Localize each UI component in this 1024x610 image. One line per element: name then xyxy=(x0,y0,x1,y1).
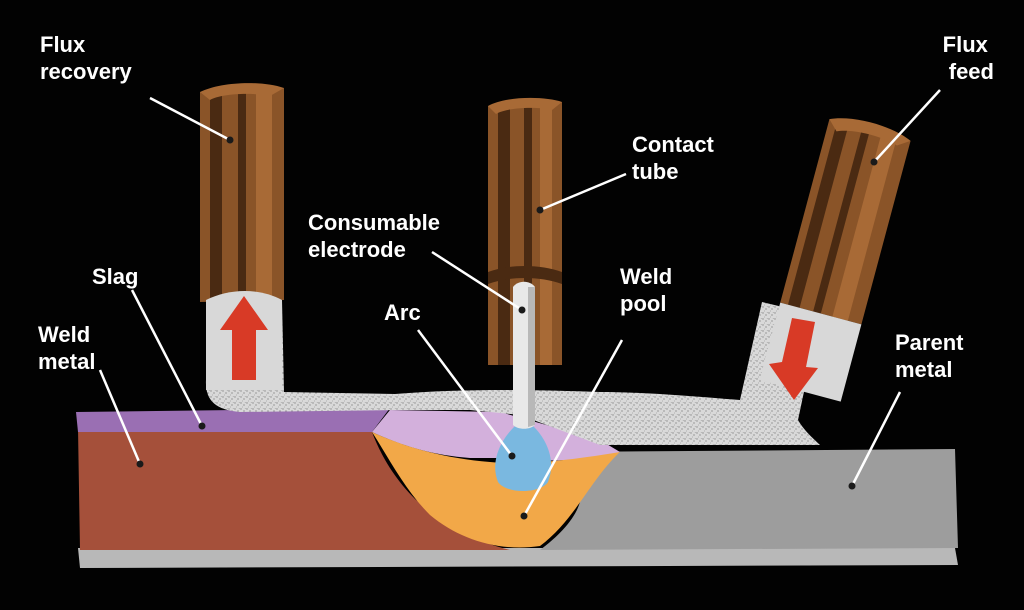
flux-feed-tube xyxy=(760,112,913,402)
label-contact-tube: Contact tube xyxy=(632,132,720,184)
slag-layer xyxy=(76,408,390,432)
label-parent-metal: Parent metal xyxy=(895,330,970,382)
label-weld-metal: Weld metal xyxy=(38,322,96,374)
label-weld-pool: Weld pool xyxy=(620,264,678,316)
label-arc: Arc xyxy=(384,300,421,325)
label-flux-recovery: Flux recovery xyxy=(40,32,133,84)
consumable-electrode xyxy=(513,282,535,429)
leader-slag xyxy=(132,290,202,426)
label-flux-feed: Flux feed xyxy=(943,32,994,84)
label-consumable-electrode: Consumable electrode xyxy=(308,210,446,262)
label-slag: Slag xyxy=(92,264,138,289)
base-strip xyxy=(78,548,958,568)
flux-recovery-tube xyxy=(200,83,284,390)
